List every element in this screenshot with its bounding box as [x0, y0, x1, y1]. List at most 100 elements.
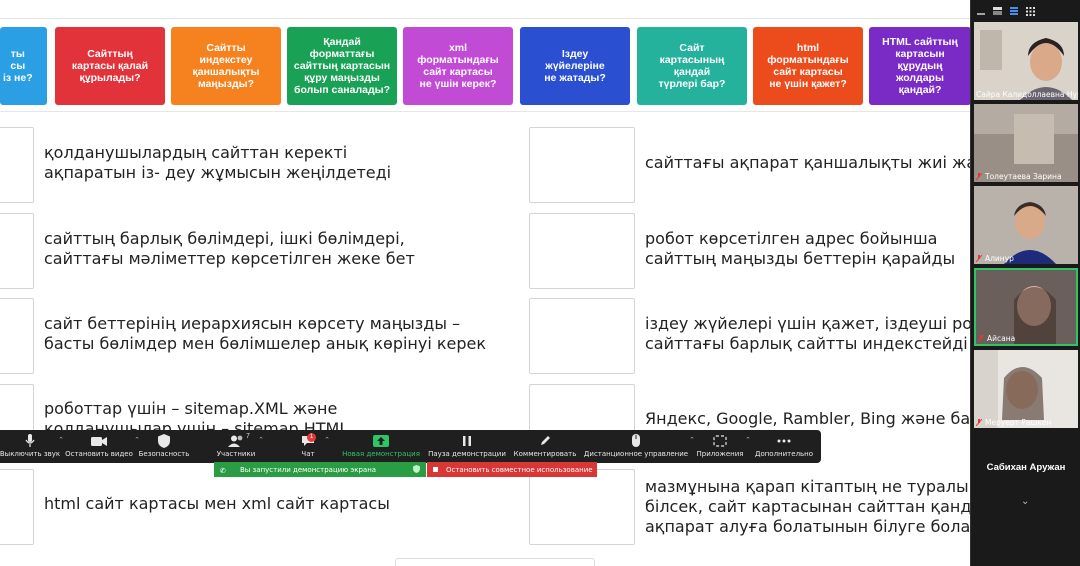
- stop-share-button[interactable]: Остановить совместное использование: [427, 462, 597, 477]
- pause-share-button[interactable]: Пауза демонстрации: [428, 432, 506, 462]
- mouse-pointer-icon: [631, 432, 641, 450]
- muted-microphone-icon: [975, 418, 983, 427]
- participant-name-5: Меруерт Рашкен: [975, 418, 1051, 427]
- participant-video-1[interactable]: Сайра Калидоллаевна Нұрм: [974, 22, 1078, 100]
- answer-text-left-1: қолданушылардың сайттан керекті ақпараты…: [44, 143, 392, 182]
- chevron-down-icon[interactable]: ⌃: [258, 437, 264, 444]
- muted-microphone-icon: [977, 334, 985, 343]
- participant-video-4[interactable]: Айсана: [974, 268, 1078, 346]
- answer-drop-box-right-1[interactable]: [529, 127, 635, 203]
- mute-audio-button[interactable]: ⌃ Выключить звук: [0, 432, 64, 462]
- active-speaker-name: Сабихан Аружан: [986, 462, 1066, 473]
- question-card-9-text: HTML сайттың картасын құрудың жолдары қа…: [882, 36, 958, 96]
- question-card-4-text: Қандай форматтағы сайттың картасын құру …: [293, 36, 391, 96]
- answer-drop-box-right-5[interactable]: [529, 469, 635, 545]
- participant-name-4-text: Айсана: [987, 334, 1016, 343]
- phone-icon: ✆: [220, 466, 226, 475]
- participant-name-2-text: Толеутаева Зарина: [985, 172, 1062, 181]
- answer-drop-box-left-3[interactable]: [0, 298, 34, 374]
- security-button[interactable]: Безопасность: [138, 432, 190, 462]
- question-card-6[interactable]: Іздеу жүйелеріне не жатады?: [520, 27, 630, 105]
- question-card-9[interactable]: HTML сайттың картасын құрудың жолдары қа…: [869, 27, 971, 105]
- chevron-down-icon[interactable]: ⌃: [134, 437, 140, 444]
- question-card-2[interactable]: Сайттың картасы қалай құрылады?: [55, 27, 165, 105]
- chevron-down-icon[interactable]: ⌄: [1021, 496, 1030, 507]
- participant-photo: [976, 270, 1076, 344]
- answer-text-right-5: мазмұнына қарап кітаптың не туралы е біл…: [645, 477, 994, 536]
- answer-drop-box-left-5[interactable]: [0, 469, 34, 545]
- participant-photo: [974, 104, 1078, 182]
- participant-video-2[interactable]: Толеутаева Зарина: [974, 104, 1078, 182]
- pause-share-label: Пауза демонстрации: [428, 450, 506, 458]
- chevron-down-icon[interactable]: ⌃: [745, 437, 751, 444]
- question-card-5[interactable]: xml форматындағы сайт картасы не үшін ке…: [403, 27, 513, 105]
- answer-drop-box-left-2[interactable]: [0, 213, 34, 289]
- question-card-8[interactable]: html форматындағы сайт картасы не үшін қ…: [753, 27, 863, 105]
- chat-label: Чат: [301, 450, 315, 458]
- muted-microphone-icon: [975, 254, 983, 263]
- shield-icon: [158, 432, 170, 450]
- question-card-1[interactable]: ты сы із не?: [0, 27, 47, 105]
- participants-video-panel: Сайра Калидоллаевна Нұрм Толеутаева Зари…: [970, 0, 1080, 566]
- annotate-button[interactable]: Комментировать: [514, 432, 576, 462]
- participant-photo: [974, 186, 1078, 264]
- annotate-label: Комментировать: [513, 450, 577, 458]
- participant-name-4: Айсана: [977, 334, 1016, 343]
- question-card-3-text: Сайтты индекстеу қаншалықты маңызды?: [192, 42, 260, 90]
- new-share-label: Новая демонстрация: [342, 450, 420, 458]
- participant-video-3[interactable]: Алинур: [974, 186, 1078, 264]
- question-card-8-text: html форматындағы сайт картасы не үшін қ…: [767, 42, 849, 90]
- participants-button[interactable]: 7 ⌃ Участники: [216, 432, 264, 462]
- question-card-2-text: Сайттың картасы қалай құрылады?: [71, 48, 149, 84]
- question-card-3[interactable]: Сайтты индекстеу қаншалықты маңызды?: [171, 27, 281, 105]
- apps-button[interactable]: ⌃ Приложения: [697, 432, 751, 462]
- more-button[interactable]: Дополнительно: [755, 432, 813, 462]
- question-card-4[interactable]: Қандай форматтағы сайттың картасын құру …: [287, 27, 397, 105]
- chevron-down-icon[interactable]: ⌃: [58, 437, 64, 444]
- participants-label: Участники: [216, 450, 256, 458]
- stop-video-button[interactable]: ⌃ Остановить видео: [65, 432, 140, 462]
- bottom-field: [395, 558, 595, 566]
- participant-video-5[interactable]: Меруерт Рашкен: [974, 350, 1078, 428]
- answer-drop-box-right-2[interactable]: [529, 213, 635, 289]
- sharing-status-bar: ✆ Вы запустили демонстрацию экрана: [214, 462, 426, 477]
- speaker-view-icon[interactable]: [993, 7, 1002, 15]
- mute-audio-label: Выключить звук: [0, 450, 61, 458]
- meeting-toolbar: ⌃ Выключить звук ⌃ Остановить видео Безо…: [0, 430, 821, 463]
- divider: [0, 111, 972, 112]
- chevron-down-icon[interactable]: ⌃: [324, 437, 330, 444]
- stop-video-label: Остановить видео: [65, 450, 133, 458]
- answer-text-right-3: іздеу жүйелері үшін қажет, іздеуші робо …: [645, 314, 992, 353]
- participant-photo: [974, 350, 1078, 428]
- participants-count: 7: [246, 433, 250, 440]
- video-camera-icon: [91, 432, 107, 450]
- security-label: Безопасность: [138, 450, 190, 458]
- answer-text-right-4: Яндекс, Google, Rambler, Bing және бас: [645, 409, 979, 428]
- question-card-5-text: xml форматындағы сайт картасы не үшін ке…: [417, 42, 499, 90]
- question-card-7-text: Сайт картасының қандай түрлері бар?: [658, 42, 726, 90]
- pen-icon: [539, 432, 551, 450]
- grid-view-icon[interactable]: [1026, 6, 1035, 16]
- answer-text-left-3: сайт беттерінің иерархиясын көрсету маңы…: [44, 314, 487, 353]
- chevron-down-icon[interactable]: ⌃: [689, 437, 695, 444]
- question-card-7[interactable]: Сайт картасының қандай түрлері бар?: [637, 27, 747, 105]
- answer-drop-box-left-1[interactable]: [0, 127, 34, 203]
- participant-name-1: Сайра Калидоллаевна Нұрм: [976, 90, 1078, 99]
- participant-name-3-text: Алинур: [985, 254, 1014, 263]
- remote-control-button[interactable]: ⌃ Дистанционное управление: [583, 432, 695, 462]
- share-screen-icon: [373, 432, 389, 450]
- gallery-strip-icon[interactable]: [1010, 6, 1018, 16]
- answer-text-left-5: html сайт картасы мен xml сайт картасы: [44, 494, 390, 513]
- pause-icon: [462, 432, 472, 450]
- shield-check-icon: [413, 464, 420, 475]
- chat-button[interactable]: 1 ⌃ Чат: [294, 432, 330, 462]
- remote-control-label: Дистанционное управление: [583, 450, 689, 458]
- panel-controls: [971, 2, 1080, 20]
- new-share-button[interactable]: Новая демонстрация: [342, 432, 420, 462]
- minimize-icon[interactable]: [977, 7, 985, 15]
- more-label: Дополнительно: [754, 450, 814, 458]
- answer-drop-box-right-3[interactable]: [529, 298, 635, 374]
- apps-icon: [713, 432, 727, 450]
- sharing-status-text: Вы запустили демонстрацию экрана: [240, 465, 377, 474]
